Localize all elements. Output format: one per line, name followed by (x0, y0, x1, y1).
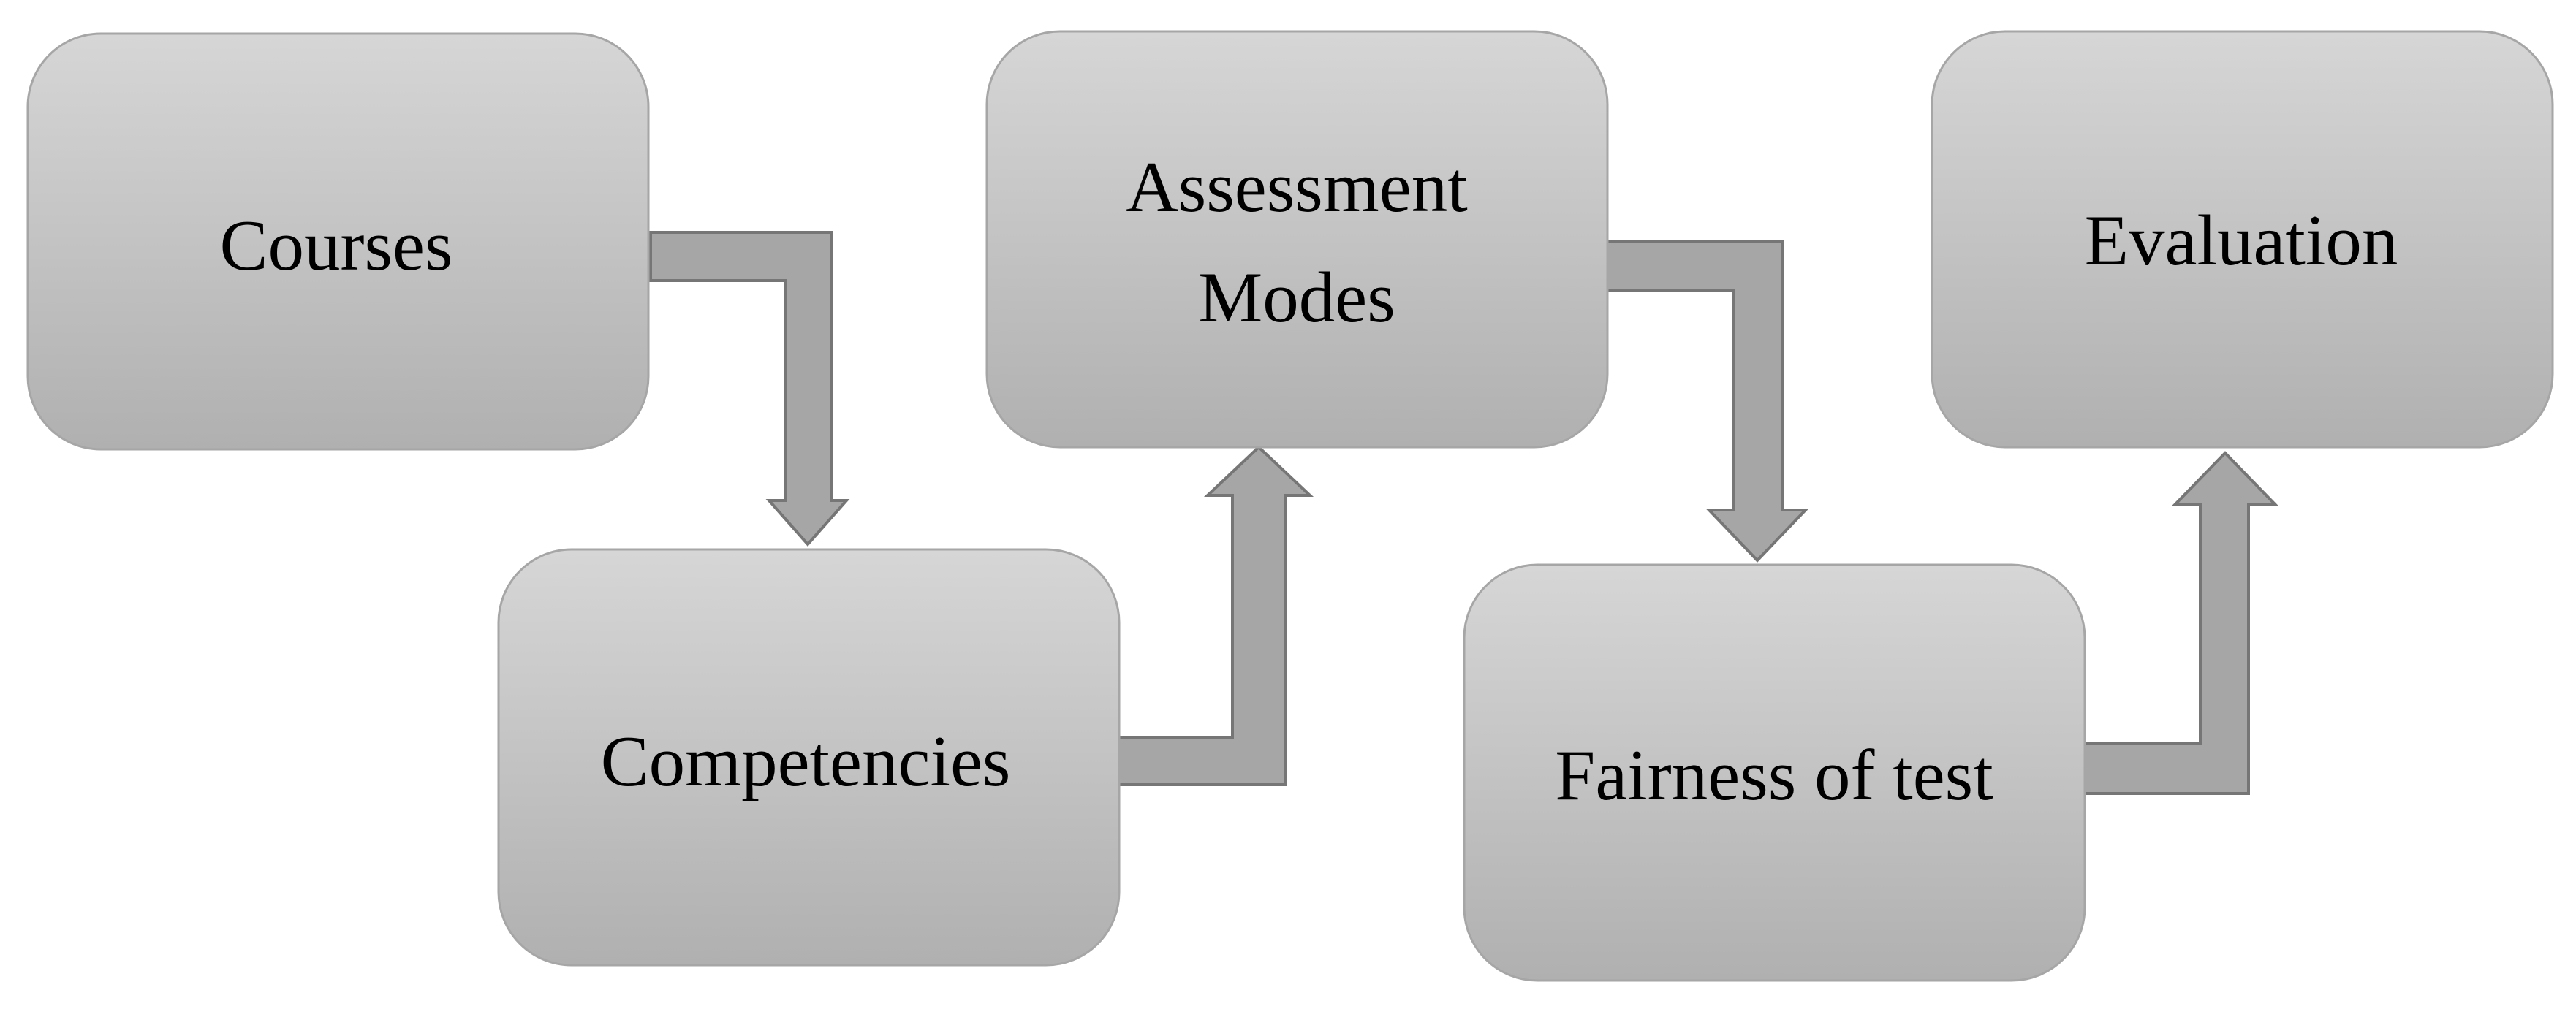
box-fairness-of-test: Fairness of test (1463, 563, 2086, 982)
box-evaluation-label: Evaluation (2085, 201, 2398, 281)
box-competencies-label: Competencies (601, 722, 1011, 802)
box-competencies: Competencies (497, 548, 1121, 967)
box-assessment-modes: Assessment Modes (985, 30, 1609, 449)
arrow-competencies-to-assessment-modes (1117, 445, 1314, 786)
arrow-assessment-modes-to-fairness (1605, 240, 1809, 563)
arrow-fairness-to-evaluation (2083, 451, 2278, 795)
box-courses: Courses (26, 32, 650, 451)
box-assessment-modes-label-line2: Modes (1198, 258, 1395, 338)
arrow-courses-to-competencies (649, 231, 850, 547)
box-courses-label: Courses (220, 206, 453, 286)
box-evaluation: Evaluation (1931, 30, 2554, 449)
box-assessment-modes-label-line1: Assessment (1126, 148, 1468, 227)
box-fairness-of-test-label: Fairness of test (1555, 736, 1993, 815)
